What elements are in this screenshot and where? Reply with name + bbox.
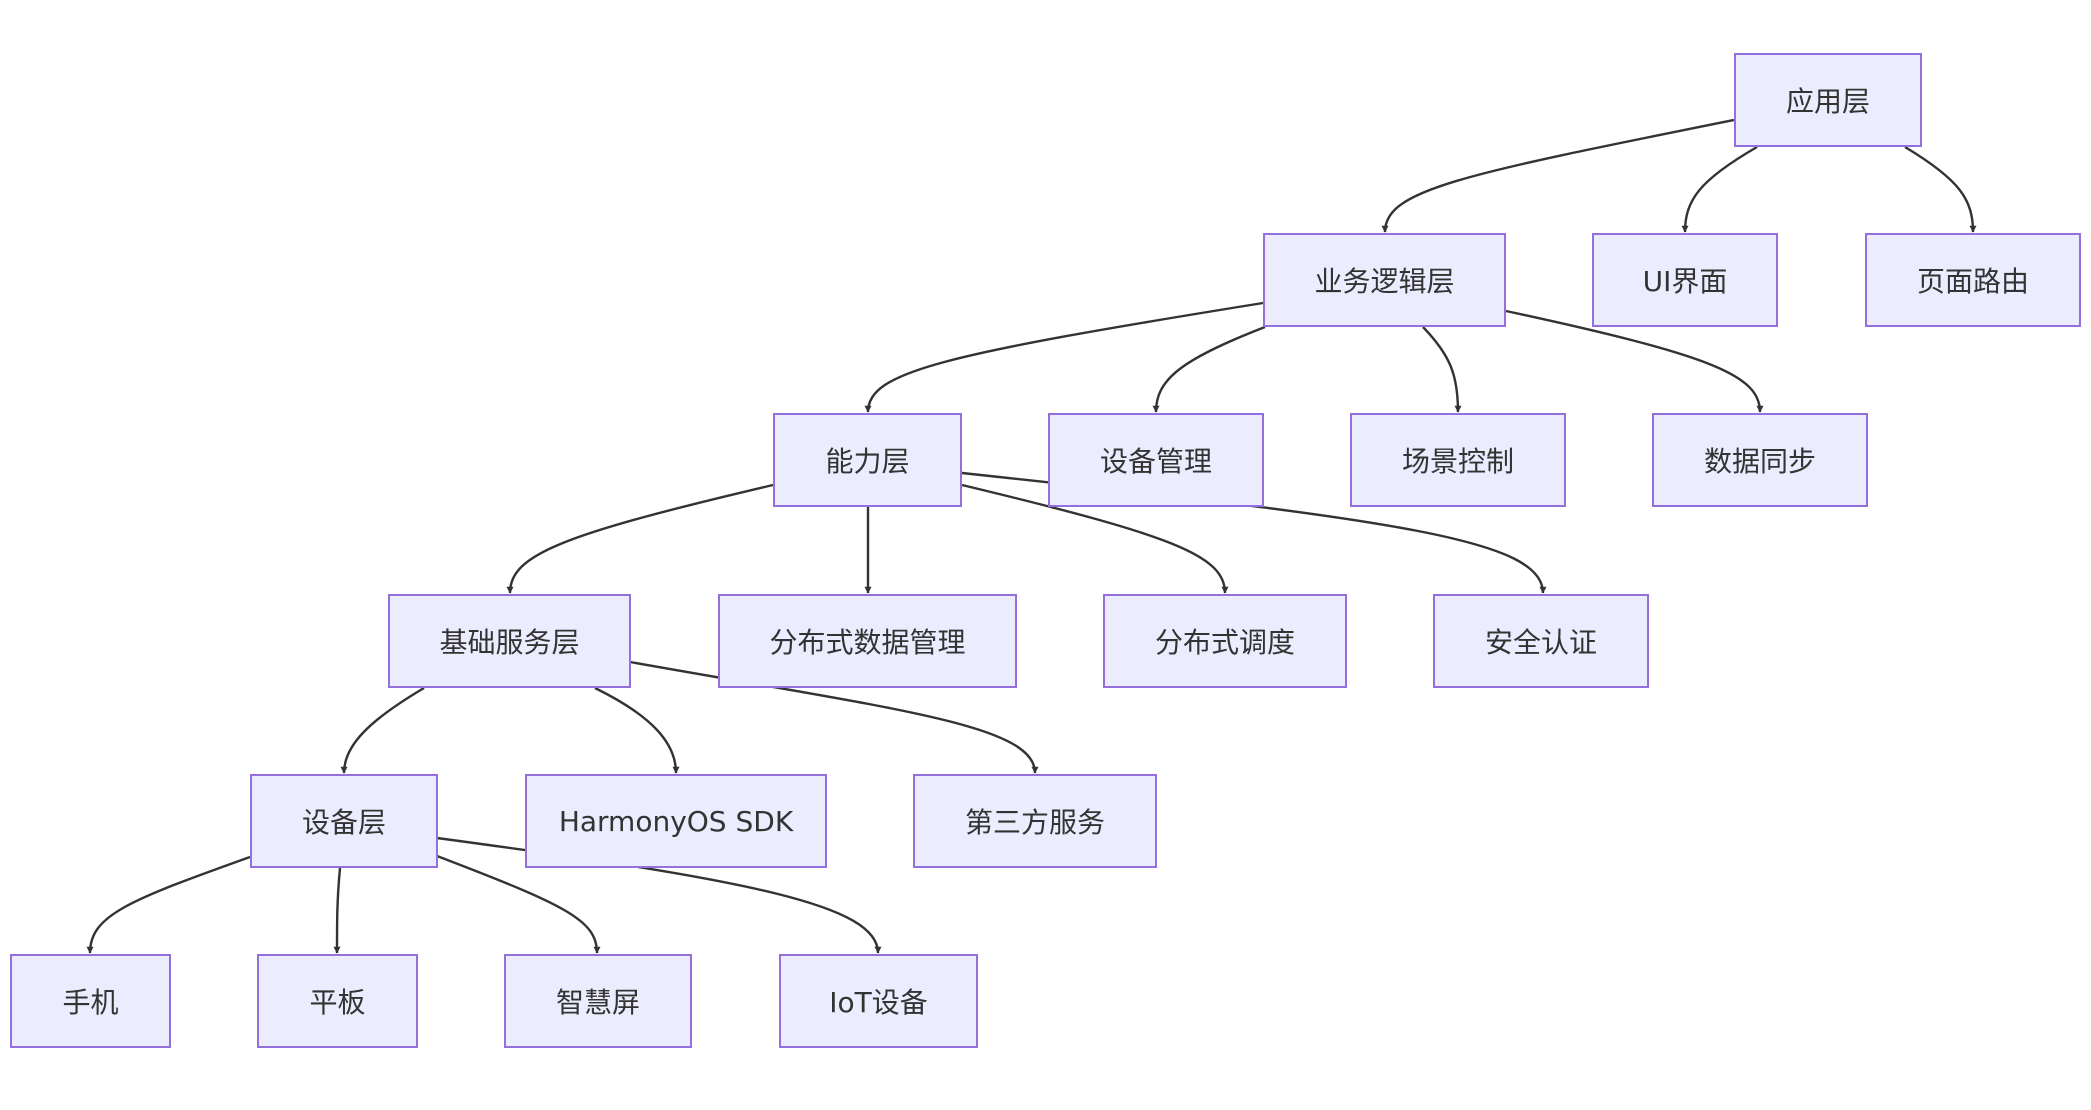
node-label: 设备管理 [1099, 445, 1212, 478]
node-label: UI界面 [1642, 265, 1728, 298]
node-device-management: 设备管理 [1048, 413, 1264, 507]
edge-app-biz [1381, 118, 1735, 233]
node-business-logic-layer: 业务逻辑层 [1263, 233, 1506, 327]
node-ui: UI界面 [1592, 233, 1778, 327]
node-label: IoT设备 [829, 986, 928, 1019]
node-base-service-layer: 基础服务层 [388, 594, 631, 688]
node-label: 应用层 [1785, 85, 1870, 118]
edge-device-tablet [333, 867, 342, 954]
node-tablet: 平板 [257, 954, 418, 1048]
node-label: 平板 [309, 986, 366, 1019]
node-label: 基础服务层 [439, 626, 580, 659]
edge-base-sdk [594, 686, 680, 774]
node-label: 智慧屏 [555, 986, 640, 1019]
node-label: 能力层 [825, 445, 910, 478]
node-capability-layer: 能力层 [773, 413, 962, 507]
edge-biz-sync [1505, 309, 1764, 413]
node-label: 分布式调度 [1154, 626, 1295, 659]
node-security-auth: 安全认证 [1433, 594, 1649, 688]
edge-biz-cap [864, 301, 1264, 413]
node-label: 场景控制 [1401, 445, 1514, 478]
node-scene-control: 场景控制 [1350, 413, 1566, 507]
edge-cap-dsched [961, 483, 1229, 594]
node-label: 业务逻辑层 [1314, 265, 1455, 298]
edge-biz-devmgr [1152, 325, 1266, 413]
node-iot-device: IoT设备 [779, 954, 978, 1048]
edge-biz-scene [1422, 326, 1462, 413]
edge-app-route [1904, 145, 1977, 233]
edge-device-phone [86, 855, 251, 954]
node-label: 数据同步 [1703, 445, 1816, 478]
node-label: 手机 [62, 986, 119, 1019]
node-label: 页面路由 [1916, 265, 2029, 298]
edge-cap-base [506, 483, 774, 594]
edge-base-device [340, 686, 425, 774]
edge-app-ui [1681, 145, 1758, 233]
node-label: 安全认证 [1484, 626, 1597, 659]
node-smart-screen: 智慧屏 [504, 954, 692, 1048]
node-third-party-services: 第三方服务 [913, 774, 1157, 868]
node-label: 分布式数据管理 [769, 626, 966, 659]
node-harmonyos-sdk: HarmonyOS SDK [525, 774, 827, 868]
node-label: 第三方服务 [964, 806, 1105, 839]
node-page-routing: 页面路由 [1865, 233, 2081, 327]
edge-device-screen [436, 854, 601, 954]
node-data-sync: 数据同步 [1652, 413, 1868, 507]
node-app-layer: 应用层 [1734, 53, 1922, 147]
node-phone: 手机 [10, 954, 171, 1048]
node-distributed-data-management: 分布式数据管理 [718, 594, 1017, 688]
node-distributed-scheduling: 分布式调度 [1103, 594, 1347, 688]
node-device-layer: 设备层 [250, 774, 438, 868]
node-label: 设备层 [301, 806, 386, 839]
node-label: HarmonyOS SDK [558, 804, 794, 838]
